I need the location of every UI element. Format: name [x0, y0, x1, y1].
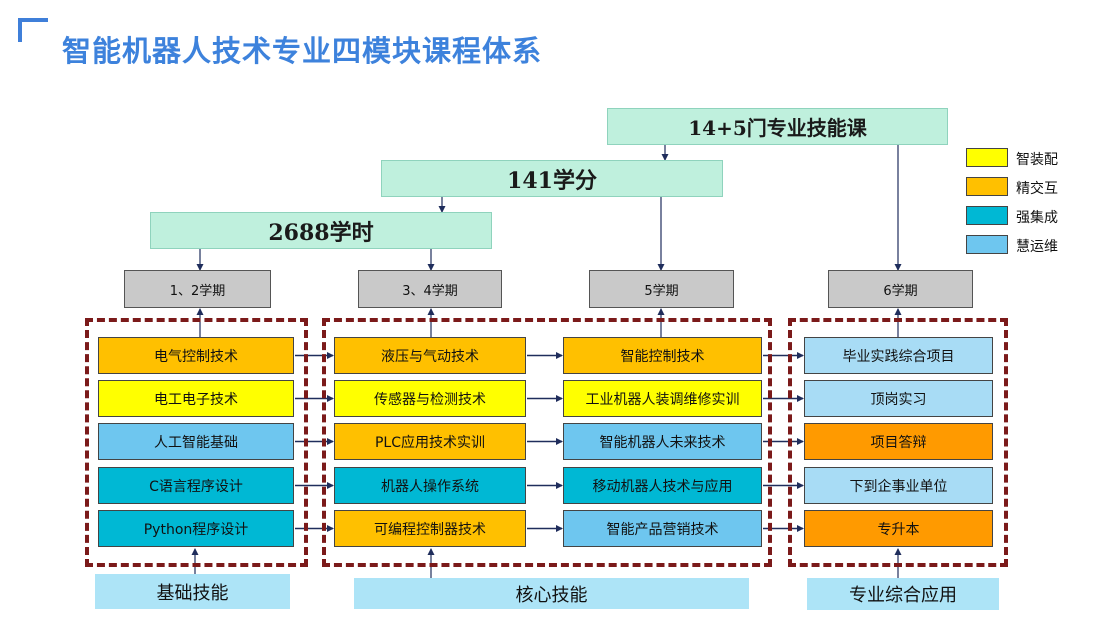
semester-5: 5学期: [589, 270, 734, 308]
course-box: 智能控制技术: [563, 337, 762, 374]
module-applied-label: 专业综合应用: [807, 578, 999, 610]
legend-label: 精交互: [1016, 181, 1058, 197]
course-box: 工业机器人装调维修实训: [563, 380, 762, 417]
course-box: 电工电子技术: [98, 380, 294, 417]
band-hours: 2688学时: [150, 212, 492, 249]
module-core-label: 核心技能: [354, 578, 749, 609]
semester-1-2: 1、2学期: [124, 270, 271, 308]
course-box: 智能产品营销技术: [563, 510, 762, 547]
semester-6: 6学期: [828, 270, 973, 308]
course-box: 机器人操作系统: [334, 467, 526, 504]
legend-swatch: [966, 148, 1008, 167]
legend-swatch: [966, 177, 1008, 196]
course-box: 专升本: [804, 510, 993, 547]
course-box: PLC应用技术实训: [334, 423, 526, 460]
band-credits: 141学分: [381, 160, 723, 197]
course-box: C语言程序设计: [98, 467, 294, 504]
course-box: 可编程控制器技术: [334, 510, 526, 547]
group-basic: [85, 318, 308, 567]
legend-label: 智装配: [1016, 152, 1058, 168]
legend-label: 慧运维: [1016, 239, 1058, 255]
module-basic-label: 基础技能: [95, 574, 290, 609]
title-corner-mark: [18, 18, 48, 42]
course-box: 液压与气动技术: [334, 337, 526, 374]
semester-3-4: 3、4学期: [358, 270, 502, 308]
course-box: 人工智能基础: [98, 423, 294, 460]
legend-swatch: [966, 235, 1008, 254]
legend-label: 强集成: [1016, 210, 1058, 226]
course-box: 智能机器人未来技术: [563, 423, 762, 460]
legend-swatch: [966, 206, 1008, 225]
page-title: 智能机器人技术专业四模块课程体系: [62, 34, 543, 68]
course-box: 移动机器人技术与应用: [563, 467, 762, 504]
course-box: 下到企事业单位: [804, 467, 993, 504]
group-core: [322, 318, 772, 567]
course-box: 项目答辩: [804, 423, 993, 460]
course-box: Python程序设计: [98, 510, 294, 547]
course-box: 传感器与检测技术: [334, 380, 526, 417]
band-courses: 14+5门专业技能课: [607, 108, 948, 145]
course-box: 电气控制技术: [98, 337, 294, 374]
course-box: 毕业实践综合项目: [804, 337, 993, 374]
group-applied: [788, 318, 1008, 567]
course-box: 顶岗实习: [804, 380, 993, 417]
